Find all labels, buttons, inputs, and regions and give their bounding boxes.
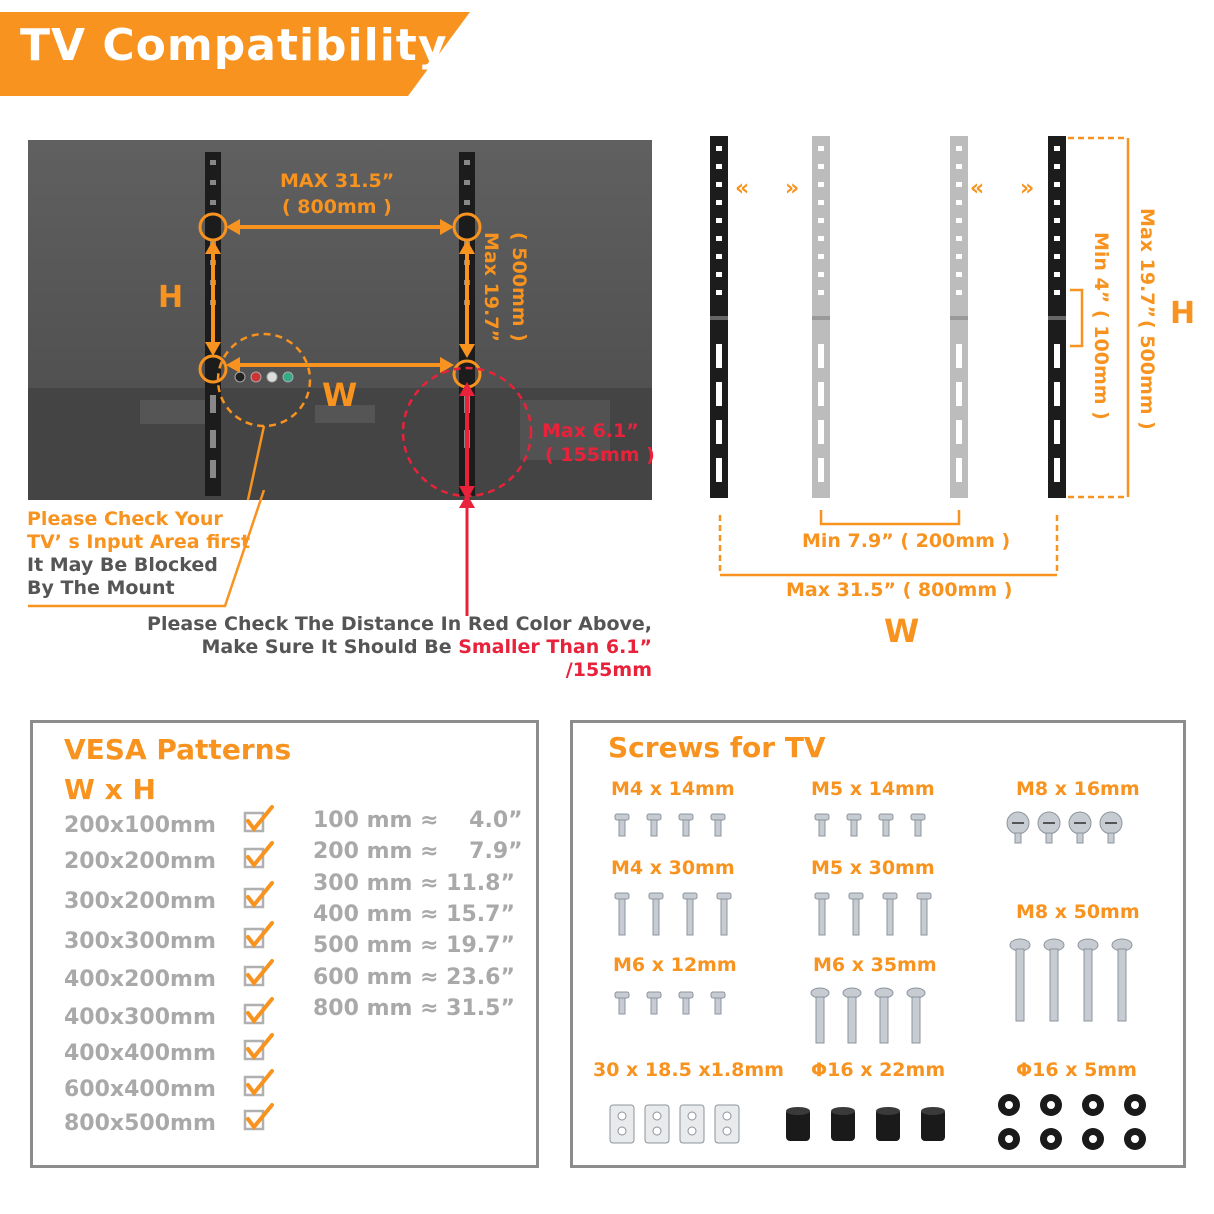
w-label: W [322,376,358,414]
vesa-pattern-label: 300x300mm [64,929,216,954]
arrow-right-1: » [785,176,800,201]
screw-illustration-icon [814,813,926,837]
bracket-min-h-line1: Min 4” [1090,232,1112,304]
screws-title: Screws for TV [608,731,826,764]
bracket-min-h-line2: ( 100mm ) [1090,310,1112,420]
bracket-max-h-line1: Max 19.7” [1136,208,1158,318]
vesa-conversion: 600 mm ≈ 23.6” [313,964,515,990]
vesa-pattern-row: 600x400mm [64,1069,284,1102]
checkbox-checked-icon [243,805,274,833]
vesa-pattern-label: 600x400mm [64,1077,216,1102]
screw-size-label: M5 x 14mm [811,778,935,800]
vesa-pattern-row: 200x100mm [64,805,284,838]
page-title: TV Compatibility [20,20,448,71]
vesa-pattern-row: 400x200mm [64,959,284,992]
checkbox-checked-icon [243,1069,274,1097]
screw-size-label: M6 x 12mm [613,954,737,976]
callout-lines [28,490,475,616]
bracket-h-label: H [1170,296,1196,331]
screw-size-label: M5 x 30mm [811,857,935,879]
vesa-pattern-label: 400x300mm [64,1005,216,1030]
bracket-diagram [710,136,1130,577]
vesa-pattern-row: 300x200mm [64,881,284,914]
input-area-note: Please Check Your TV’ s Input Area first… [27,508,250,600]
screw-illustration-icon [1009,938,1133,1022]
input-note-line2: TV’ s Input Area first [27,531,251,553]
checkbox-checked-icon [243,841,274,869]
screw-illustration-icon [1006,811,1123,844]
checkbox-checked-icon [243,997,274,1025]
distance-note-line1: Please Check The Distance In Red Color A… [147,613,652,635]
vesa-pattern-row: 800x500mm [64,1103,284,1136]
screw-item-list: M4 x 14mm M5 x 14mm M8 x 16mm M4 x 30mm M5 x… [573,723,1183,1165]
vesa-pattern-row: 200x200mm [64,841,284,874]
vesa-conversion: 400 mm ≈ 15.7” [313,901,515,927]
bracket-max-h-line2: ( 500mm ) [1136,320,1158,430]
input-note-line3: It May Be Blocked [27,554,218,576]
screw-size-label: Φ16 x 5mm [1016,1059,1137,1081]
screw-illustration-icon [786,1107,945,1141]
vesa-title: VESA Patterns [64,733,292,766]
side-dim-line1: Max 19.7” [480,232,502,342]
screw-size-label: M8 x 16mm [1016,778,1140,800]
arrow-left-2: « [970,176,985,201]
checkbox-checked-icon [243,921,274,949]
arrow-left-1: « [735,176,750,201]
screw-illustration-icon [814,892,932,936]
screw-size-label: M8 x 50mm [1016,901,1140,923]
vesa-pattern-row: 400x300mm [64,997,284,1030]
h-label: H [158,280,184,315]
vesa-panel: VESA Patterns W x H 200x100mm 200x200mm 30… [30,720,539,1168]
checkbox-checked-icon [243,1103,274,1131]
distance-note-prefix: Make Sure It Should Be [201,636,459,658]
vesa-pattern-label: 400x200mm [64,967,216,992]
vesa-pattern-label: 400x400mm [64,1041,216,1066]
checkbox-checked-icon [243,1033,274,1061]
top-dim-line1: MAX 31.5” [280,170,395,192]
screw-illustration-icon [998,1094,1146,1150]
checkbox-checked-icon [243,881,274,909]
screws-panel: Screws for TV M4 x 14mm M5 x 14mm M8 x 16m… [570,720,1186,1168]
side-dim-line2: ( 500mm ) [508,232,530,342]
depth-line2: ( 155mm ) [545,444,655,466]
title-banner [0,12,470,96]
screw-size-label: M4 x 30mm [611,857,735,879]
distance-note: Please Check The Distance In Red Color A… [140,613,652,682]
screw-size-label: M4 x 14mm [611,778,735,800]
tv-back-diagram: MAX 31.5” ( 800mm ) Max 19.7” ( 500mm ) … [0,0,680,616]
vesa-pattern-row: 400x400mm [64,1033,284,1066]
vesa-pattern-label: 300x200mm [64,889,216,914]
vesa-subtitle: W x H [64,773,156,806]
screw-illustration-icon [614,991,726,1015]
screw-illustration-icon [614,813,726,837]
distance-note-highlight: Smaller Than 6.1” /155mm [458,636,652,681]
vesa-conversion: 100 mm ≈ 4.0” [313,808,523,833]
screw-illustration-icon [614,892,732,936]
bracket-max-w: Max 31.5” ( 800mm ) [786,579,1013,601]
input-note-line1: Please Check Your [27,508,223,530]
depth-line1: Max 6.1” [542,420,639,442]
screw-size-label: M6 x 35mm [813,954,937,976]
bracket-w-label: W [884,612,920,650]
checkbox-checked-icon [243,959,274,987]
screw-illustration-icon [810,987,926,1044]
vesa-conversion: 800 mm ≈ 31.5” [313,995,515,1021]
vesa-pattern-label: 200x100mm [64,813,216,838]
tv-back-illustration [28,140,652,500]
vesa-conversion: 200 mm ≈ 7.9” [313,839,523,865]
vesa-conversion: 500 mm ≈ 19.7” [313,933,515,959]
vesa-conversion: 300 mm ≈ 11.8” [313,870,515,896]
top-dim-line2: ( 800mm ) [282,196,392,218]
screw-illustration-icon [609,1104,740,1144]
screw-size-label: Φ16 x 22mm [811,1059,946,1081]
screw-size-label: 30 x 18.5 x1.8mm [593,1059,784,1081]
vesa-pattern-label: 800x500mm [64,1111,216,1136]
arrow-right-2: » [1020,176,1035,201]
input-note-line4: By The Mount [27,577,175,599]
bracket-min-w: Min 7.9” ( 200mm ) [802,530,1011,552]
vesa-pattern-label: 200x200mm [64,849,216,874]
vesa-pattern-row: 300x300mm [64,921,284,954]
